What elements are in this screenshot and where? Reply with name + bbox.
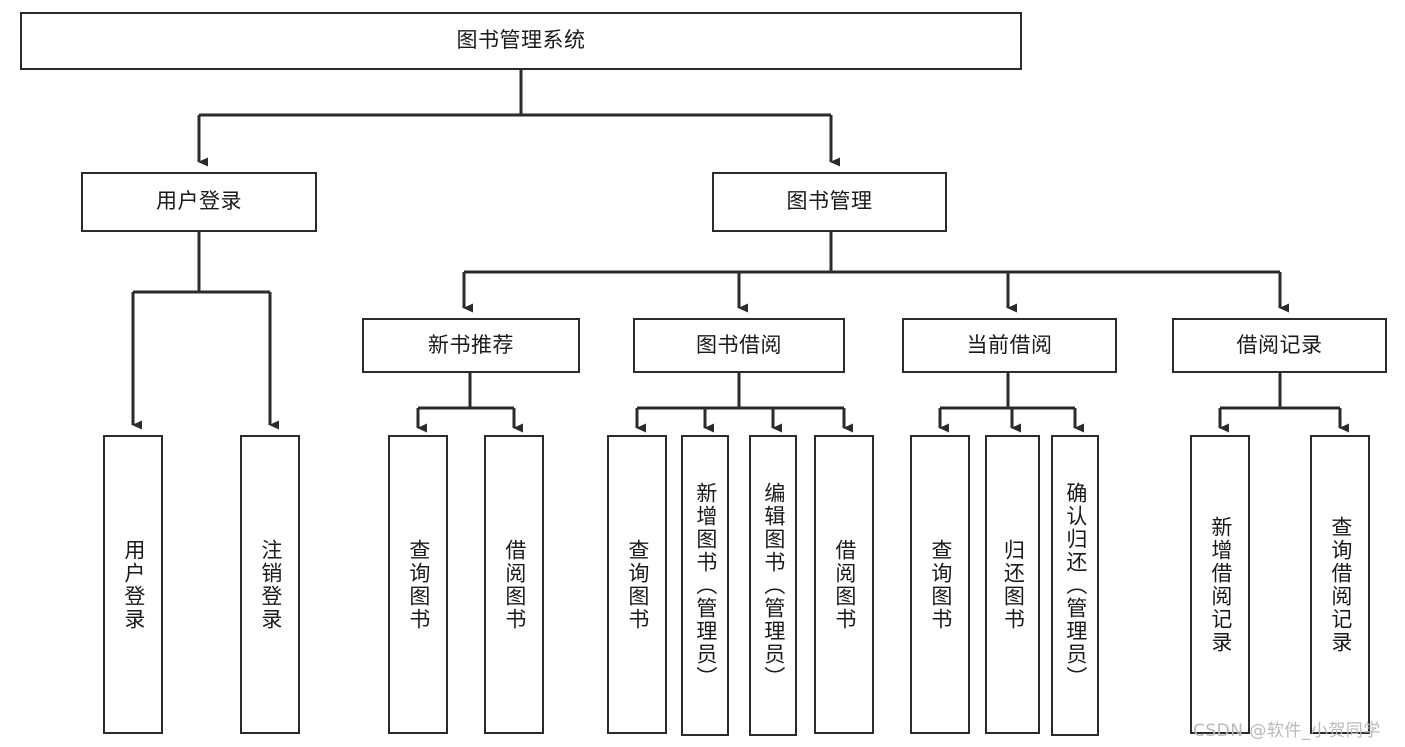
node-leaf-borrow-book[interactable]: 借阅图书 xyxy=(814,435,874,734)
node-leaf-edit-book[interactable]: 编辑图书（管理员） xyxy=(749,435,797,736)
node-user-login[interactable]: 用户登录 xyxy=(81,172,317,232)
node-book-manage[interactable]: 图书管理 xyxy=(712,172,947,232)
node-leaf-return-book-label: 归还图书 xyxy=(1001,538,1026,631)
node-leaf-query-book-current-label: 查询图书 xyxy=(928,538,953,631)
node-leaf-user-login-label: 用户登录 xyxy=(121,538,146,631)
node-leaf-user-login[interactable]: 用户登录 xyxy=(103,435,163,734)
node-new-book-recommend-label: 新书推荐 xyxy=(428,332,514,357)
node-new-book-recommend[interactable]: 新书推荐 xyxy=(362,318,580,373)
node-leaf-return-book[interactable]: 归还图书 xyxy=(985,435,1040,734)
node-leaf-add-borrow-record-label: 新增借阅记录 xyxy=(1208,515,1233,654)
node-leaf-logout[interactable]: 注销登录 xyxy=(240,435,300,734)
node-leaf-confirm-return[interactable]: 确认归还（管理员） xyxy=(1051,435,1099,736)
node-leaf-query-book-recommend-label: 查询图书 xyxy=(406,538,431,631)
node-leaf-query-borrow-record-label: 查询借阅记录 xyxy=(1328,515,1353,654)
node-leaf-edit-book-label: 编辑图书（管理员） xyxy=(761,482,786,689)
node-root-label: 图书管理系统 xyxy=(456,28,586,53)
node-root[interactable]: 图书管理系统 xyxy=(20,12,1022,70)
node-leaf-borrow-book-recommend-label: 借阅图书 xyxy=(502,538,527,631)
node-leaf-add-borrow-record[interactable]: 新增借阅记录 xyxy=(1190,435,1250,734)
node-borrow-record-label: 借阅记录 xyxy=(1236,332,1323,357)
node-book-borrow-label: 图书借阅 xyxy=(696,332,782,357)
node-leaf-query-book-borrow-label: 查询图书 xyxy=(625,538,650,631)
node-leaf-confirm-return-label: 确认归还（管理员） xyxy=(1063,482,1088,689)
node-user-login-label: 用户登录 xyxy=(156,189,242,214)
node-current-borrow-label: 当前借阅 xyxy=(966,332,1053,357)
node-leaf-query-book-recommend[interactable]: 查询图书 xyxy=(388,435,448,734)
node-leaf-add-book-label: 新增图书（管理员） xyxy=(693,482,718,689)
watermark-text: CSDN @软件_小贺同学 xyxy=(1193,721,1381,741)
node-book-manage-label: 图书管理 xyxy=(786,189,873,214)
node-leaf-query-book-borrow[interactable]: 查询图书 xyxy=(607,435,667,734)
node-borrow-record[interactable]: 借阅记录 xyxy=(1172,318,1387,373)
node-leaf-add-book[interactable]: 新增图书（管理员） xyxy=(681,435,729,736)
node-leaf-logout-label: 注销登录 xyxy=(258,538,283,631)
node-book-borrow[interactable]: 图书借阅 xyxy=(633,318,845,373)
node-leaf-query-book-current[interactable]: 查询图书 xyxy=(910,435,970,734)
node-current-borrow[interactable]: 当前借阅 xyxy=(902,318,1117,373)
node-leaf-borrow-book-recommend[interactable]: 借阅图书 xyxy=(484,435,544,734)
node-leaf-query-borrow-record[interactable]: 查询借阅记录 xyxy=(1310,435,1370,734)
node-leaf-borrow-book-label: 借阅图书 xyxy=(832,538,857,631)
